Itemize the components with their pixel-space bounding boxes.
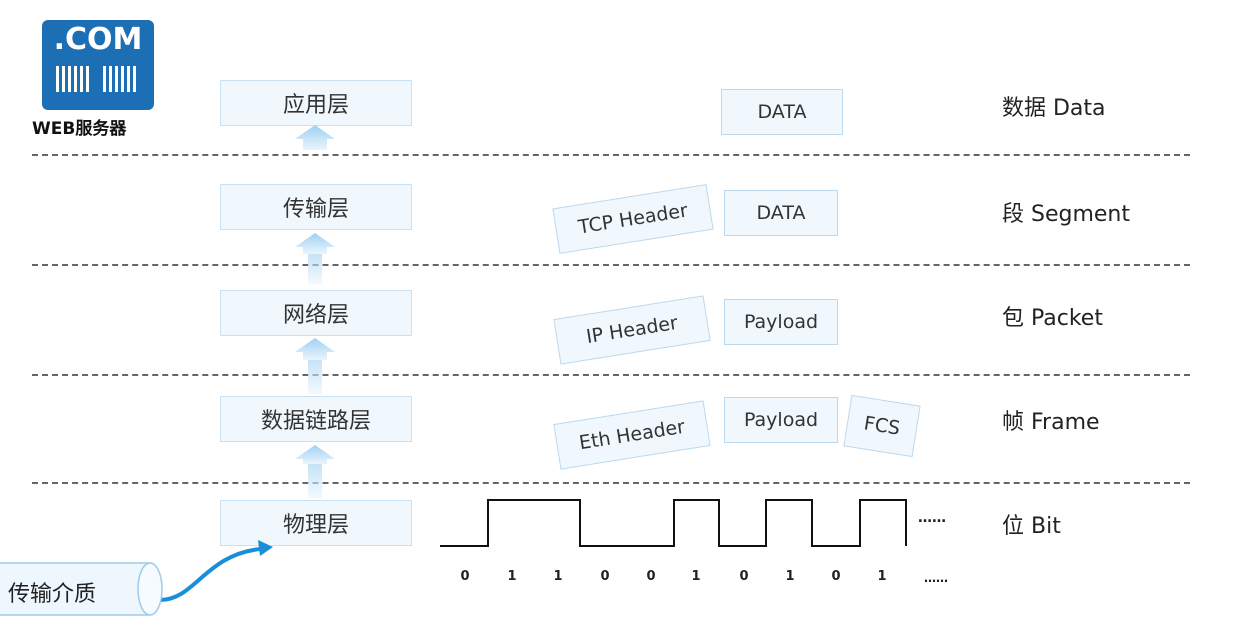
up-arrow-icon (295, 125, 335, 150)
web-server-icon: .COM (42, 20, 154, 110)
medium-label: 传输介质 (8, 582, 97, 607)
layer-separator (32, 482, 1190, 484)
layer-separator (32, 374, 1190, 376)
fcs-box: FCS (843, 394, 921, 458)
barcode-icon (56, 66, 136, 92)
ip-payload-box: Payload (724, 299, 838, 345)
unit-packet: 包 Packet (1002, 306, 1103, 331)
up-arrow-icon (295, 233, 335, 284)
bits-ellipsis: …… (924, 571, 948, 585)
layer-network: 网络层 (220, 290, 412, 336)
server-caption: WEB服务器 (32, 119, 127, 139)
layer-physical: 物理层 (220, 500, 412, 546)
up-arrow-icon (295, 445, 335, 498)
wave-ellipsis: …… (918, 510, 946, 526)
tcp-data-box: DATA (724, 190, 838, 236)
server-badge: .COM (53, 22, 143, 57)
app-data-box: DATA (721, 89, 843, 135)
bit-value: 1 (507, 569, 517, 584)
unit-segment: 段 Segment (1002, 202, 1130, 227)
bit-value: 1 (877, 569, 887, 584)
layer-separator (32, 264, 1190, 266)
unit-bit: 位 Bit (1002, 514, 1061, 539)
unit-frame: 帧 Frame (1002, 410, 1100, 435)
up-arrow-icon (295, 338, 335, 394)
bit-value: 1 (785, 569, 795, 584)
eth-payload-box: Payload (724, 397, 838, 443)
layer-application: 应用层 (220, 80, 412, 126)
transmission-medium-icon (0, 562, 163, 616)
layer-data-link: 数据链路层 (220, 396, 412, 442)
bit-value: 0 (460, 569, 470, 584)
bit-value: 1 (691, 569, 701, 584)
layer-separator (32, 154, 1190, 156)
bit-value: 0 (600, 569, 610, 584)
bit-value: 1 (553, 569, 563, 584)
bit-value: 0 (739, 569, 749, 584)
bit-signal-wave (440, 499, 907, 547)
bit-value: 0 (831, 569, 841, 584)
bit-value: 0 (646, 569, 656, 584)
unit-data: 数据 Data (1002, 96, 1106, 121)
layer-transport: 传输层 (220, 184, 412, 230)
